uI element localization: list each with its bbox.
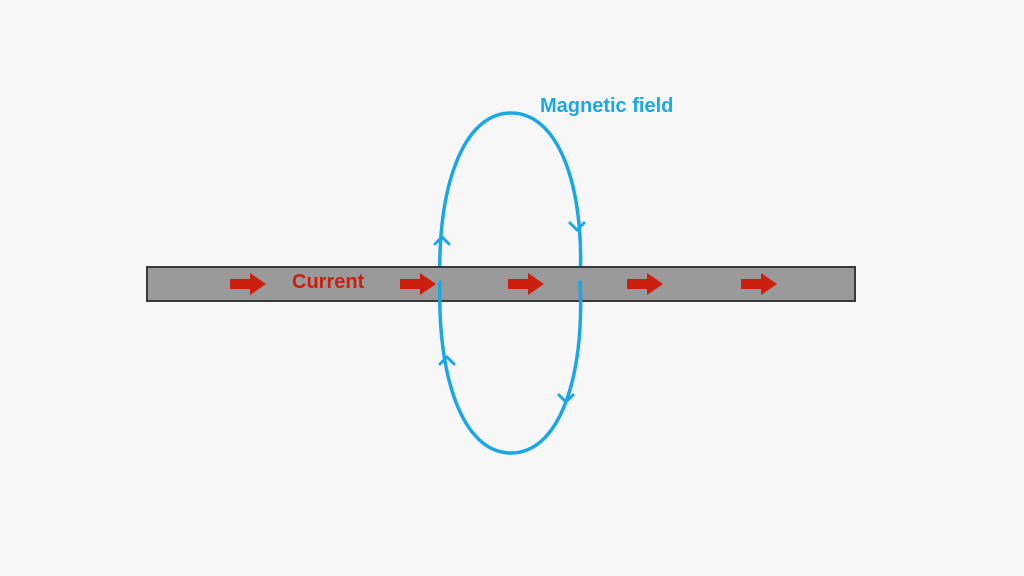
field-arrows — [433, 221, 586, 404]
field-direction-arrow-icon — [433, 235, 451, 246]
field-direction-arrow-icon — [568, 221, 586, 232]
magnetic-field-label: Magnetic field — [540, 95, 674, 117]
current-arrow-icon — [741, 273, 777, 295]
field-direction-arrow-icon — [557, 393, 575, 404]
current-arrow-icon — [627, 273, 663, 295]
current-label: Current — [292, 271, 365, 293]
field-direction-arrow-icon — [438, 355, 456, 366]
current-arrow-icon — [230, 273, 266, 295]
field-loop-back — [438, 111, 583, 284]
current-arrow-icon — [400, 273, 436, 295]
current-arrows — [230, 273, 777, 295]
current-arrow-icon — [508, 273, 544, 295]
field-loop-front — [438, 280, 583, 455]
